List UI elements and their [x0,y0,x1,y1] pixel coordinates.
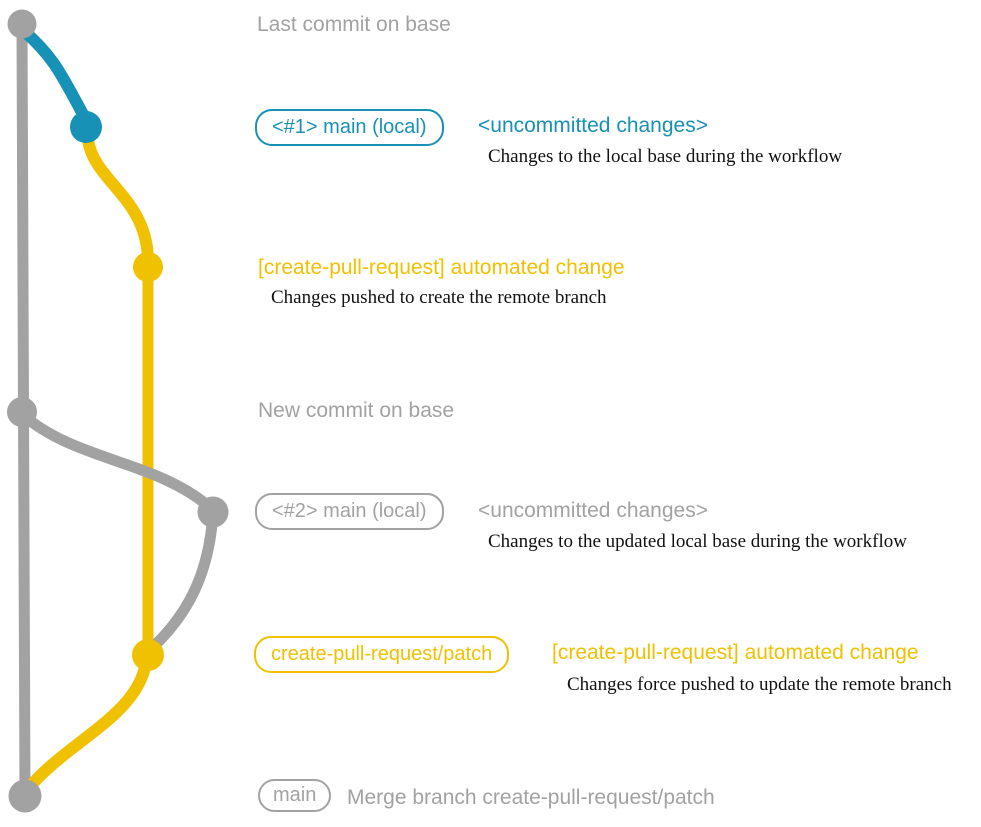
branch-badge-patch: create-pull-request/patch [254,636,510,673]
uncommitted-changes-2-note: Changes to the updated local base during… [488,531,907,552]
uncommitted-changes-1-note: Changes to the local base during the wor… [488,146,843,167]
uncommitted-changes-2-label: <uncommitted changes> [478,499,708,522]
commit-node-uncommitted-1 [70,111,102,143]
branch-badge-main-local-1: <#1> main (local) [255,109,444,146]
rebase-to-patch-curve [146,513,219,655]
automated-change-1-note: Changes pushed to create the remote bran… [271,287,607,308]
commit-node-automated-1 [133,252,163,282]
branch-badge-main-local-2: <#2> main (local) [255,493,444,530]
last-commit-on-base-label: Last commit on base [257,13,451,36]
merge-commit-label: Merge branch create-pull-request/patch [347,786,715,809]
commit-node-merge [8,779,42,813]
uncommitted-changes-1-label: <uncommitted changes> [478,114,708,137]
commit-node-uncommitted-2 [197,496,229,528]
commit-node-new-base [7,397,37,427]
commit-node-automated-2 [132,639,164,671]
commit-node-last-base [7,9,37,39]
automated-change-2-label: [create-pull-request] automated change [552,641,919,664]
main-local-branch-line [19,25,91,121]
base-to-rebase-curve [18,409,217,515]
automated-change-1-label: [create-pull-request] automated change [258,256,625,279]
patch-branch-merge-curve [22,660,152,794]
patch-branch-upper-curve [82,138,154,263]
new-commit-on-base-label: New commit on base [258,399,455,422]
branch-badge-main: main [258,779,332,812]
automated-change-2-note: Changes force pushed to update the remot… [567,674,952,695]
